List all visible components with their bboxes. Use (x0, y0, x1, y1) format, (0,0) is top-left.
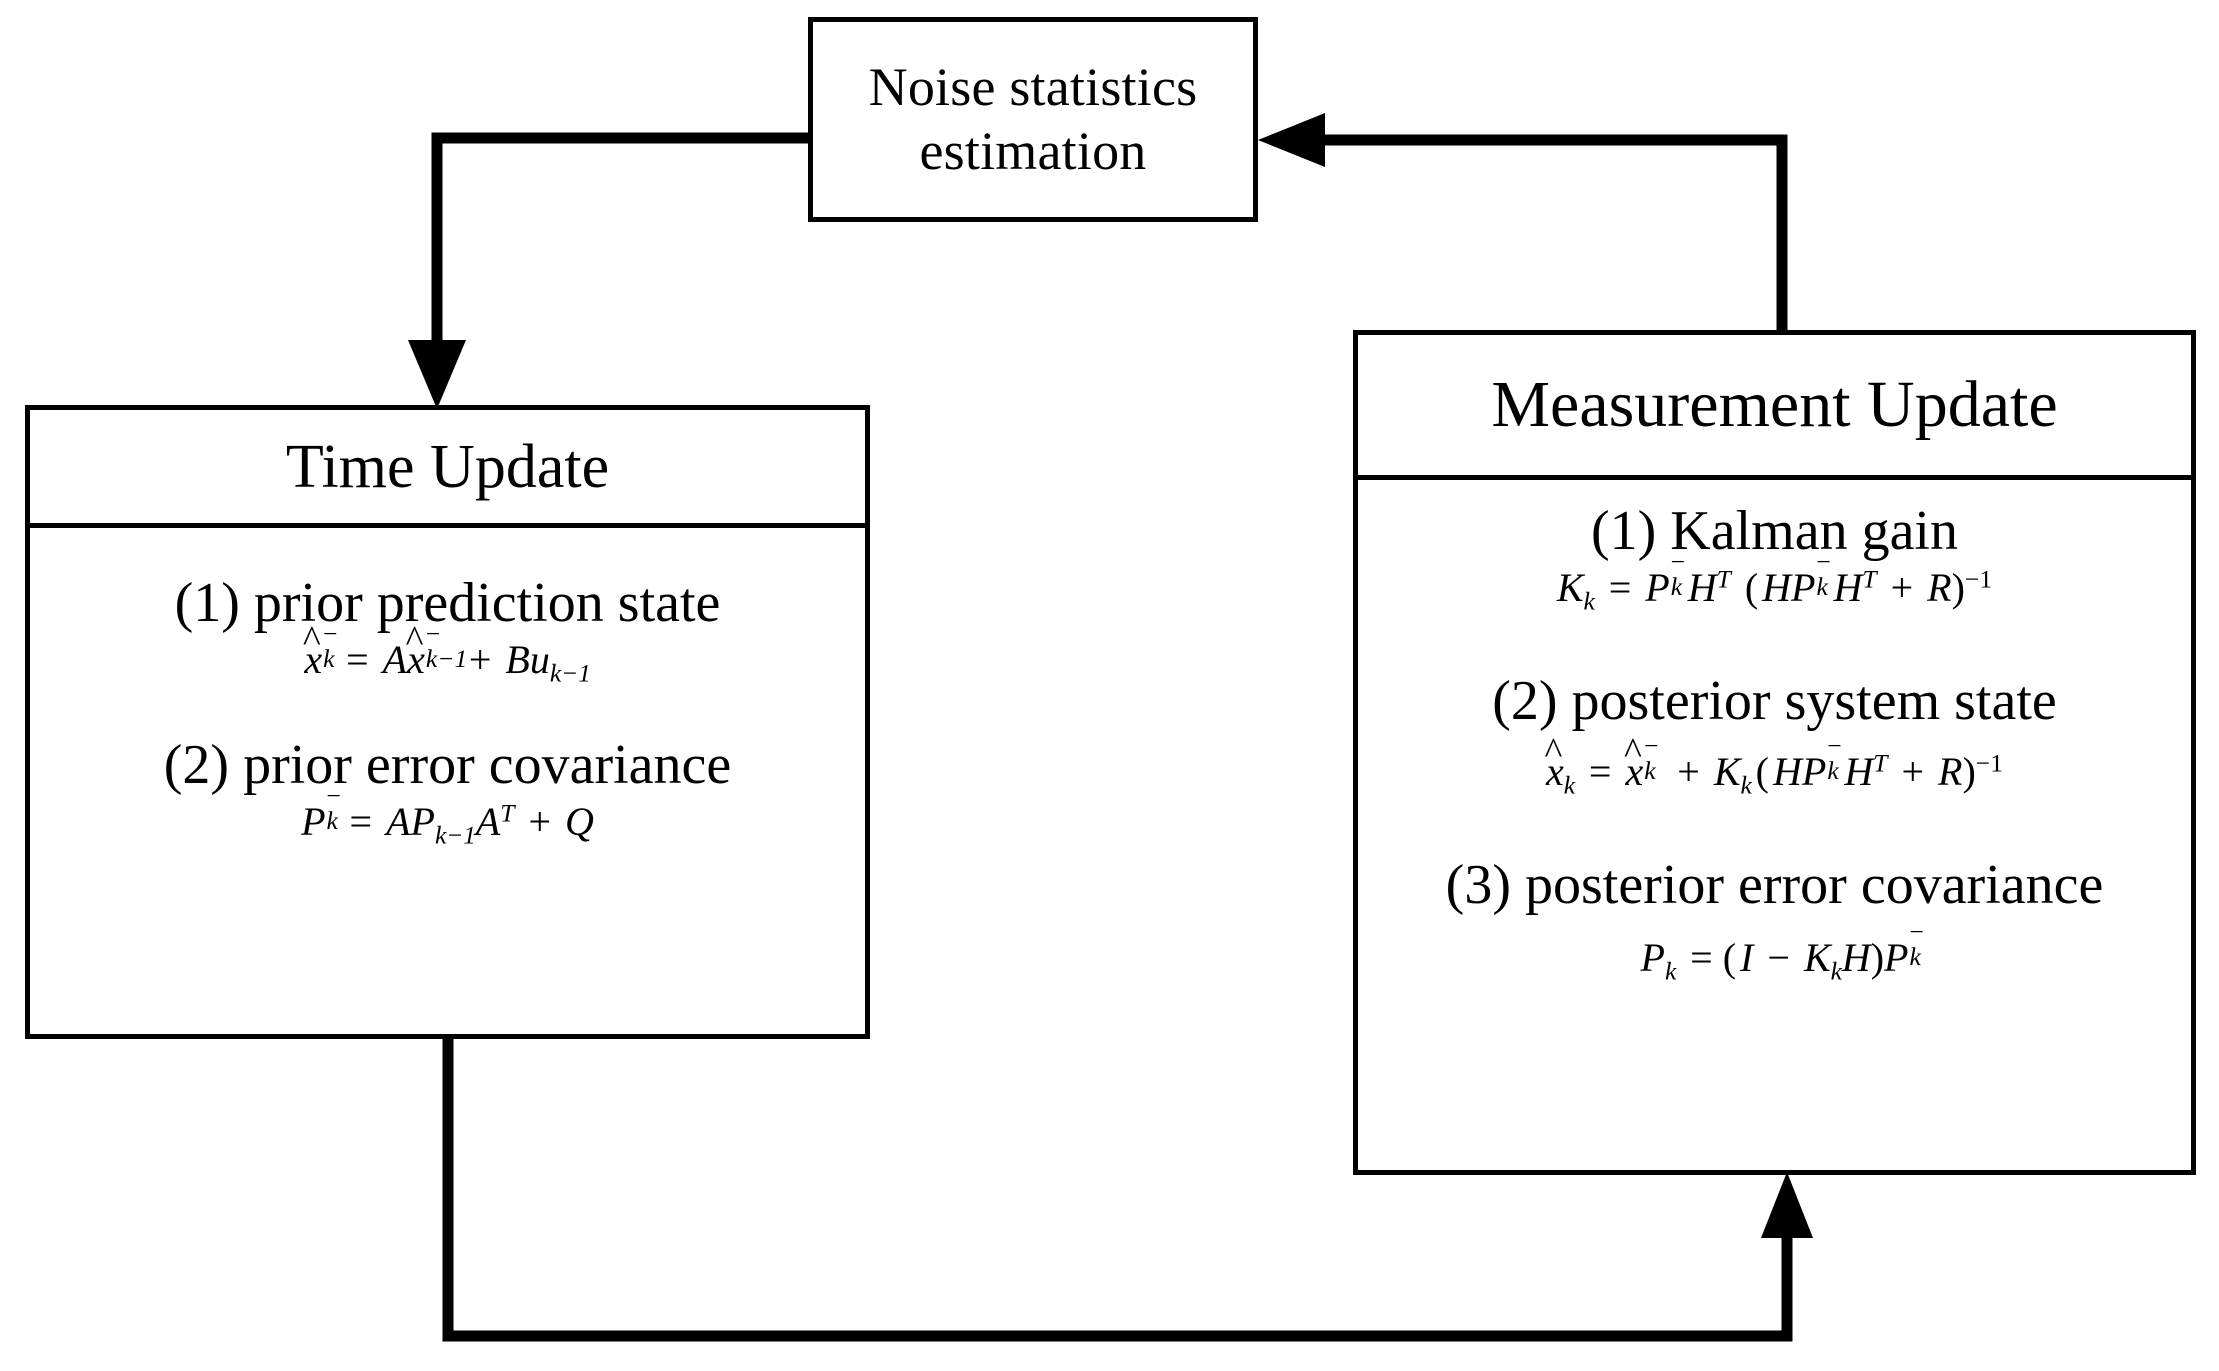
time-update-step-2-label: (2) prior error covariance (163, 734, 732, 797)
noise-statistics-title: Noise statistics estimation (869, 56, 1198, 183)
connector-time-to-measurement (442, 1039, 1813, 1342)
time-update-body: (1) prior prediction state ^x−k = A^x−k−… (30, 528, 865, 1039)
time-update-step-1-formula: ^x−k = A^x−k−1 + Buk−1 (302, 618, 591, 688)
noise-statistics-line-1: Noise statistics (868, 56, 1198, 117)
time-update-step-2-formula: P−k = APk−1AT + Q (301, 781, 594, 850)
measurement-update-step-3-label: (3) posterior error covariance (1445, 854, 2104, 917)
measurement-update-header: Measurement Update (1358, 335, 2191, 480)
noise-statistics-estimation-box: Noise statistics estimation (808, 17, 1258, 222)
measurement-update-step-2-label: (2) posterior system state (1492, 670, 2057, 733)
time-update-header: Time Update (30, 410, 865, 528)
time-update-step-1-label: (1) prior prediction state (174, 572, 721, 634)
measurement-update-body: (1) Kalman gain Kk = P−k HT (HP−k HT + R… (1358, 480, 2191, 1175)
time-update-header-label: Time Update (285, 432, 610, 501)
measurement-update-box: Measurement Update (1) Kalman gain Kk = … (1353, 330, 2196, 1175)
measurement-update-step-1-label: (1) Kalman gain (1591, 500, 1958, 562)
measurement-update-step-1-formula: Kk = P−k HT (HP−k HT + R)−1 (1556, 547, 1993, 616)
connector-measurement-to-noise (1258, 113, 1788, 330)
time-update-box: Time Update (1) prior prediction state ^… (25, 405, 870, 1039)
measurement-update-step-2-formula: ^xk = ^x−k + Kk(HP−k HT + R)−1 (1544, 730, 2004, 800)
measurement-update-step-3-formula: Pk = (I − KkH)P−k (1640, 917, 1924, 986)
measurement-update-header-label: Measurement Update (1491, 368, 2058, 441)
noise-statistics-line-2: estimation (919, 120, 1147, 181)
connector-noise-to-time-update (408, 132, 808, 409)
